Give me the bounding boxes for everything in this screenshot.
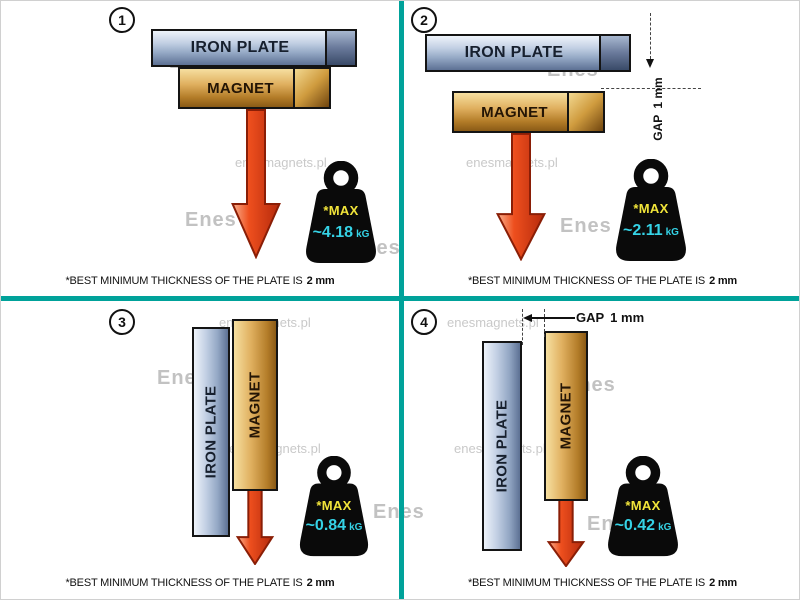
quadrant-3: enesmagnets.pl enesmagnets.pl Enes Enes … — [1, 301, 424, 599]
enes-logo-watermark: Enes — [560, 215, 612, 237]
max-label: *MAX — [323, 203, 359, 219]
max-label: *MAX — [633, 201, 669, 217]
down-arrow-icon — [494, 133, 548, 261]
footnote-bold: 2 mm — [306, 577, 335, 589]
quadrant-number: 1 — [118, 12, 126, 28]
gap-annotation: GAP 1 mm — [648, 71, 668, 147]
iron-plate-label: IRON PLATE — [493, 399, 511, 493]
iron-plate: IRON PLATE — [192, 327, 230, 537]
iron-plate: IRON PLATE — [482, 341, 522, 551]
force-unit: kG — [665, 226, 679, 238]
magnet-label: MAGNET — [246, 371, 264, 439]
kettlebell-icon — [306, 161, 376, 263]
quadrant-number: 3 — [118, 314, 126, 330]
pull-force-arrow — [494, 133, 548, 261]
dimension-arrow-icon — [646, 59, 654, 68]
kettlebell-icon — [616, 159, 686, 261]
footnote-bold: 2 mm — [709, 577, 738, 589]
pull-force-arrow — [546, 499, 586, 567]
pull-force-arrow — [229, 109, 283, 259]
force-number: ~4.18 — [312, 223, 354, 241]
quadrant-1: Enes Enes Enes enesmagnets.pl 1 IRON PLA… — [1, 1, 400, 296]
magnet-end-cap — [293, 69, 329, 107]
force-unit: kG — [349, 522, 363, 534]
force-number: ~2.11 — [623, 221, 663, 239]
footnote-text: *BEST MINIMUM THICKNESS OF THE PLATE IS — [65, 275, 303, 287]
down-arrow-icon — [235, 489, 275, 565]
quadrant-number-badge: 4 — [411, 309, 437, 335]
iron-plate-label: IRON PLATE — [190, 39, 290, 56]
iron-plate-label: IRON PLATE — [464, 44, 564, 61]
gap-annotation: GAP 1 mm — [576, 310, 644, 325]
footnote-bold: 2 mm — [709, 275, 738, 287]
enesmagnets-watermark: enesmagnets.pl — [447, 315, 539, 330]
gap-value: 1 mm — [610, 310, 645, 325]
magnet-end-cap — [567, 93, 603, 131]
horizontal-divider — [1, 296, 799, 301]
magnet: MAGNET — [232, 319, 278, 491]
magnet-label: MAGNET — [557, 382, 575, 450]
magnet-label: MAGNET — [207, 79, 274, 97]
down-arrow-icon — [546, 499, 586, 567]
enes-logo-watermark: Enes — [185, 209, 237, 231]
quadrant-number: 4 — [420, 314, 428, 330]
down-arrow-icon — [229, 109, 283, 259]
quadrant-4: enesmagnets.pl enesmagnets.pl Enes Enes … — [404, 301, 799, 599]
quadrant-number-badge: 1 — [109, 7, 135, 33]
magnet-label: MAGNET — [481, 103, 548, 121]
force-number: ~0.84 — [305, 517, 347, 535]
gap-value: 1 mm — [651, 77, 665, 109]
force-unit: kG — [658, 522, 672, 534]
footnote-text: *BEST MINIMUM THICKNESS OF THE PLATE IS — [65, 577, 303, 589]
pull-force-arrow — [235, 489, 275, 565]
footnote-bold: 2 mm — [306, 275, 335, 287]
gap-word: GAP — [651, 114, 665, 141]
magnet: MAGNET — [452, 91, 605, 133]
plate-end-cap — [325, 31, 355, 65]
magnet: MAGNET — [544, 331, 588, 501]
kettlebell-icon — [608, 456, 678, 557]
footnote-text: *BEST MINIMUM THICKNESS OF THE PLATE IS — [467, 275, 706, 287]
dimension-line — [650, 13, 651, 59]
quadrant-2: Enes Enes enesmagnets.pl 2 IRON PLATE GA… — [404, 1, 799, 296]
iron-plate: IRON PLATE — [151, 29, 357, 67]
max-label: *MAX — [625, 497, 661, 513]
iron-plate-label: IRON PLATE — [202, 385, 220, 479]
dimension-line — [531, 317, 575, 319]
dimension-arrow-icon — [523, 314, 532, 322]
quadrant-number-badge: 2 — [411, 7, 437, 33]
force-unit: kG — [356, 228, 370, 240]
footnote-text: *BEST MINIMUM THICKNESS OF THE PLATE IS — [467, 577, 706, 589]
magnet: MAGNET — [178, 67, 331, 109]
plate-end-cap — [599, 36, 629, 70]
dimension-line — [601, 88, 701, 89]
max-label: *MAX — [316, 497, 352, 513]
force-number: ~0.42 — [614, 517, 656, 535]
kettlebell-icon — [299, 456, 369, 557]
gap-word: GAP — [576, 310, 605, 325]
gap-label: GAP 1 mm — [651, 77, 665, 140]
dimension-line — [544, 309, 545, 337]
quadrant-number: 2 — [420, 12, 428, 28]
enes-logo-watermark: Enes — [373, 501, 425, 524]
quadrant-number-badge: 3 — [109, 309, 135, 335]
dimension-line — [522, 309, 523, 345]
iron-plate: IRON PLATE — [425, 34, 631, 72]
